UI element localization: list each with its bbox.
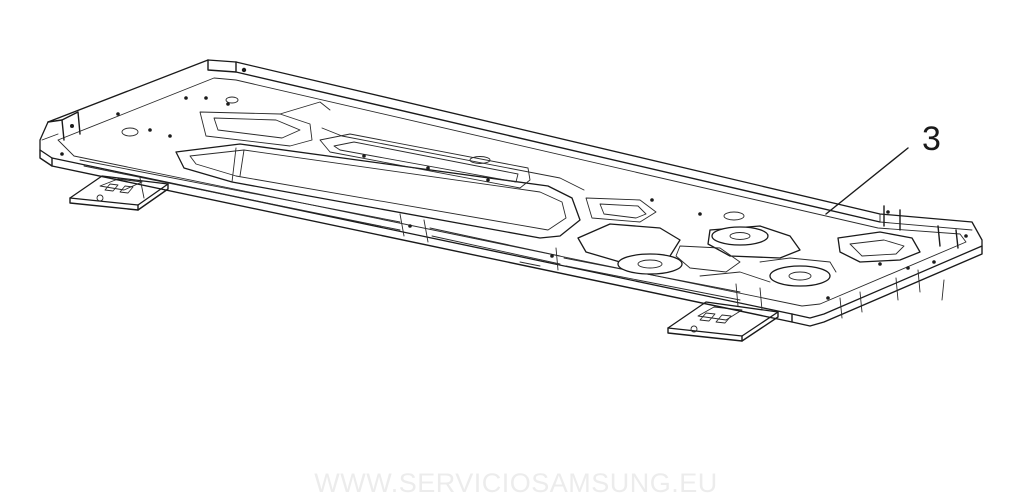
right-mounting-foot bbox=[667, 301, 779, 342]
watermark-text: WWW.SERVICIOSAMSUNG.EU bbox=[314, 468, 718, 498]
center-plate bbox=[319, 127, 657, 223]
motor-mount-bowls bbox=[577, 223, 921, 287]
left-mounting-foot bbox=[69, 175, 169, 211]
front-rail bbox=[79, 159, 763, 311]
callout-leader-line bbox=[825, 147, 909, 215]
rivet-holes bbox=[60, 67, 968, 300]
callout-label-3: 3 bbox=[922, 120, 941, 158]
drain-channel bbox=[175, 101, 581, 239]
